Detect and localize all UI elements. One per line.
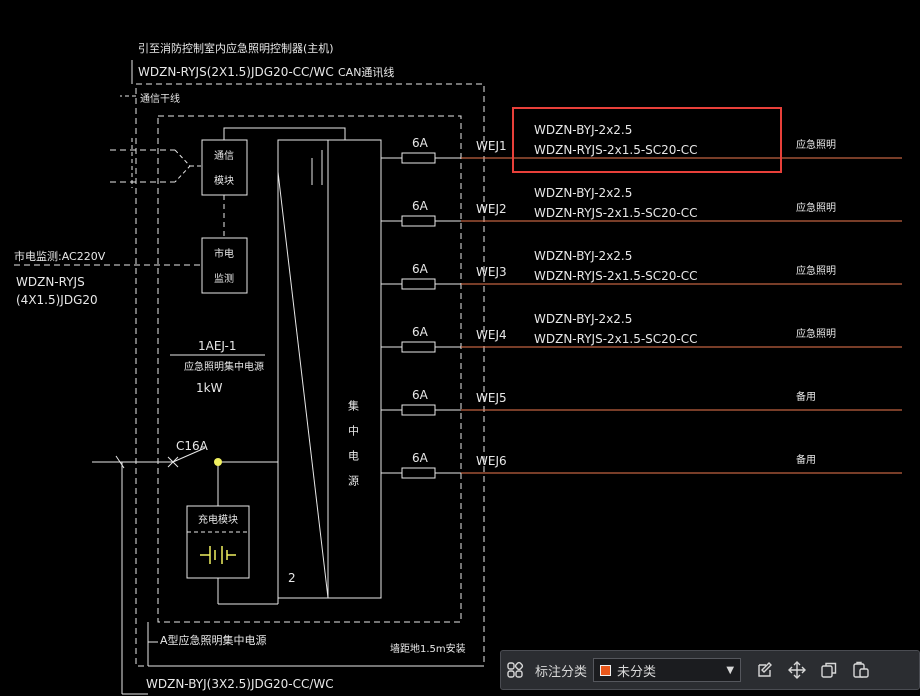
cable-top: WDZN-RYJS(2X1.5)JDG20-CC/WC	[138, 65, 334, 79]
breaker-label: C16A	[176, 439, 209, 453]
mains-cable-line1: WDZN-RYJS	[16, 275, 85, 289]
fuse-rating: 6A	[412, 136, 429, 150]
circuit-cable-1: WDZN-BYJ-2x2.5	[534, 186, 632, 200]
charger-label: 充电模块	[198, 513, 238, 526]
fuse-rating: 6A	[412, 388, 429, 402]
circuit-id: WEJ4	[476, 328, 507, 342]
main-unit	[277, 139, 382, 599]
circuit-cable-1: WDZN-BYJ-2x2.5	[534, 123, 632, 137]
apps-grid-icon[interactable]	[501, 656, 529, 684]
circuit-cable-1: WDZN-BYJ-2x2.5	[534, 249, 632, 263]
circuit-use: 应急照明	[796, 327, 836, 340]
selected-category: 未分类	[617, 664, 657, 680]
can-bus-label: CAN通讯线	[338, 65, 394, 79]
chevron-down-icon: ▼	[726, 664, 735, 676]
fuse	[401, 404, 436, 416]
fuse	[401, 467, 436, 479]
circuit-cable-2: WDZN-RYJS-2x1.5-SC20-CC	[534, 332, 698, 346]
circuit-cable-2: WDZN-RYJS-2x1.5-SC20-CC	[534, 269, 698, 283]
fuse-rating: 6A	[412, 262, 429, 276]
annotation-toolbar: 标注分类 未分类 ▼	[500, 650, 920, 690]
circuit-use: 备用	[796, 453, 816, 466]
cable-bottom: WDZN-BYJ(3X2.5)JDG20-CC/WC	[146, 677, 334, 691]
circuit-use: 备用	[796, 390, 816, 403]
circuit-use: 应急照明	[796, 201, 836, 214]
fuse-rating: 6A	[412, 451, 429, 465]
circuit-cable-2: WDZN-RYJS-2x1.5-SC20-CC	[534, 143, 698, 157]
circuit-id: WEJ5	[476, 391, 507, 405]
comm-module-line2: 模块	[214, 175, 234, 187]
fuse	[401, 152, 436, 164]
comm-trunk-label: 通信干线	[140, 92, 180, 105]
power-desc: 应急照明集中电源	[184, 360, 264, 373]
selection-highlight	[512, 107, 782, 173]
fuse	[401, 341, 436, 353]
mains-module-line1: 市电	[214, 247, 234, 260]
fuse	[401, 278, 436, 290]
copy-icon[interactable]	[815, 656, 843, 684]
install-note: 墙距地1.5m安装	[390, 642, 466, 655]
cabinet-name: A型应急照明集中电源	[160, 633, 267, 647]
category-select[interactable]: 未分类 ▼	[593, 658, 742, 682]
paste-icon[interactable]	[847, 656, 875, 684]
fuse-rating: 6A	[412, 199, 429, 213]
category-label: 标注分类	[535, 664, 588, 680]
circuit-cable-1: WDZN-BYJ-2x2.5	[534, 312, 632, 326]
cabinet-outline	[135, 83, 485, 667]
mains-module	[201, 237, 248, 294]
edit-icon[interactable]	[751, 656, 779, 684]
circuit-lines	[381, 152, 902, 479]
circuit-id: WEJ2	[476, 202, 507, 216]
power-id: 1AEJ-1	[198, 339, 237, 353]
mains-cable-line2: (4X1.5)JDG20	[16, 293, 98, 307]
circuit-use: 应急照明	[796, 264, 836, 277]
box-number: 2	[288, 571, 296, 585]
comm-module-line1: 通信	[214, 150, 234, 162]
title-top: 引至消防控制室内应急照明控制器(主机)	[138, 41, 334, 55]
mains-label: 市电监测:AC220V	[14, 249, 106, 263]
circuit-id: WEJ3	[476, 265, 507, 279]
circuit-cable-2: WDZN-RYJS-2x1.5-SC20-CC	[534, 206, 698, 220]
circuit-id: WEJ1	[476, 139, 507, 153]
category-color-swatch	[600, 664, 612, 676]
fuse	[401, 215, 436, 227]
move-icon[interactable]	[783, 656, 811, 684]
power-rating: 1kW	[196, 381, 223, 395]
inner-dashed-box	[157, 115, 462, 623]
vertical-label: 集中电源	[347, 399, 360, 500]
mains-module-line2: 监测	[214, 272, 234, 285]
circuit-use: 应急照明	[796, 138, 836, 151]
fuse-rating: 6A	[412, 325, 429, 339]
circuit-id: WEJ6	[476, 454, 507, 468]
